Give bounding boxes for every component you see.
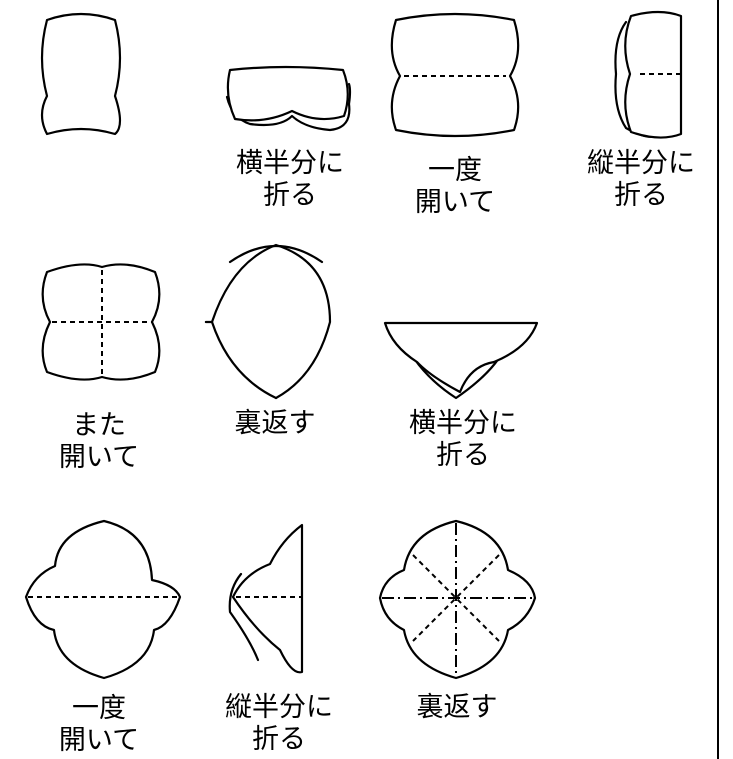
step2-folded-shape (225, 65, 352, 132)
step3-opened-shape (390, 12, 520, 138)
step2-label: 横半分に折る (236, 148, 344, 211)
step5-opened-shape (41, 263, 161, 381)
step5-label: また開いて (58, 410, 140, 473)
step10-crease-pattern (378, 519, 537, 680)
step6-flower-diamond-lobes (204, 245, 324, 400)
step8-label: 一度開いて (58, 693, 140, 756)
step7-folded-shape (383, 321, 539, 400)
step9-label: 縦半分に折る (225, 692, 333, 755)
step4-folded-shape (614, 10, 683, 139)
step7-label: 横半分に折る (409, 408, 517, 471)
step4-label: 縦半分に折る (587, 148, 695, 211)
step10-label: 裏返す (416, 692, 498, 723)
right-border-line (717, 0, 719, 759)
step1-flower (40, 12, 122, 136)
step9-folded-shape (228, 523, 304, 674)
step6-label: 裏返す (234, 408, 316, 439)
step3-label: 一度開いて (414, 155, 496, 218)
step8-opened-shape (24, 519, 182, 680)
step6-flower-diamond (210, 243, 332, 400)
